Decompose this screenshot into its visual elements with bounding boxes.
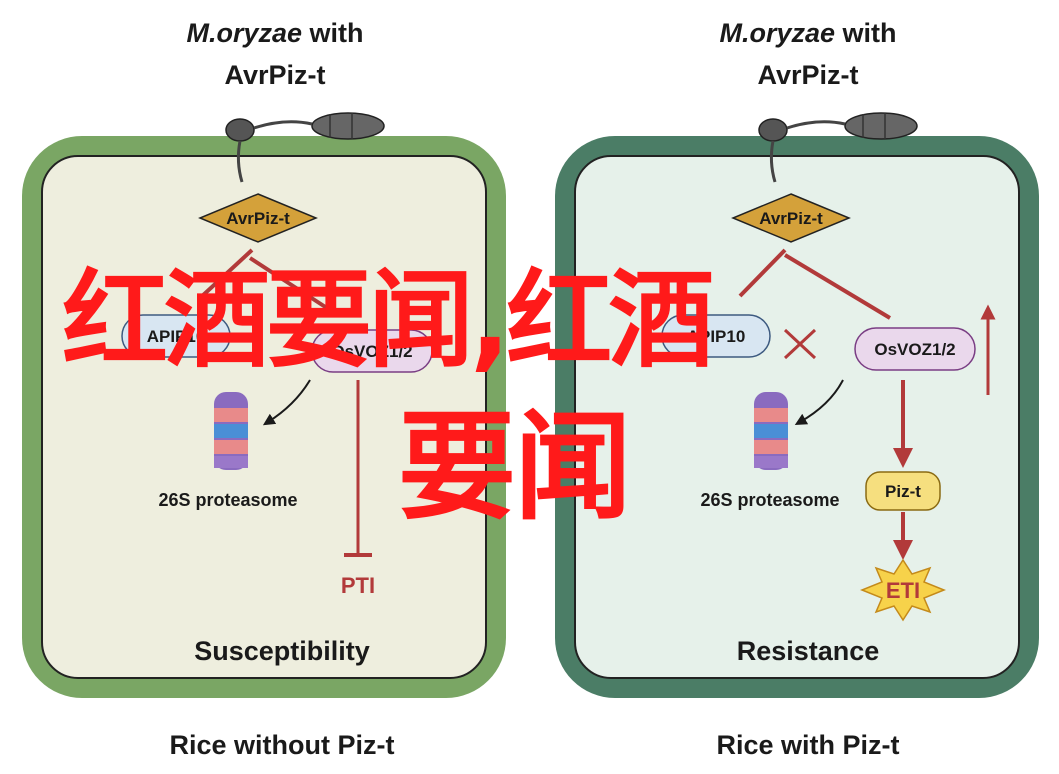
right-apip10-node	[661, 314, 771, 358]
left-panel: M.oryzae with AvrPiz-t AvrPiz-t APIP10 O…	[22, 18, 506, 760]
right-outcome: Resistance	[737, 636, 880, 666]
left-proteasome-icon	[214, 392, 248, 470]
left-pti-label: PTI	[341, 573, 375, 598]
left-caption: Rice without Piz-t	[170, 730, 395, 760]
left-degradation-arrow	[262, 379, 311, 426]
left-title-italic: M.oryzae	[186, 18, 302, 48]
left-osvoz-node	[311, 329, 433, 373]
left-title-rest: with	[302, 18, 364, 48]
right-fungus-icon	[758, 112, 918, 183]
right-block-mark	[783, 328, 817, 360]
left-title-line2: AvrPiz-t	[224, 60, 325, 90]
left-fungus-icon	[225, 112, 385, 183]
right-title-line2: AvrPiz-t	[757, 60, 858, 90]
left-effector-label: AvrPiz-t	[226, 209, 290, 228]
left-outcome: Susceptibility	[194, 636, 370, 666]
right-eti-label: ETI	[886, 578, 920, 603]
right-osvoz-node	[854, 327, 976, 371]
right-panel: M.oryzae with AvrPiz-t AvrPiz-t APIP10 O…	[555, 18, 1039, 760]
right-apip10-label: APIP10	[687, 327, 746, 346]
right-effector-label: AvrPiz-t	[759, 209, 823, 228]
left-osvoz-label: OsVOZ1/2	[331, 342, 412, 361]
left-apip10-node	[121, 314, 231, 358]
right-osvoz-label: OsVOZ1/2	[874, 340, 955, 359]
right-title-italic: M.oryzae	[719, 18, 835, 48]
right-eti-burst	[859, 558, 947, 622]
right-title-rest: with	[835, 18, 897, 48]
right-piz-label: Piz-t	[885, 482, 921, 501]
right-degradation-arrow	[794, 379, 844, 425]
right-effector-link-2	[783, 253, 892, 320]
right-proteasome-icon	[754, 392, 788, 470]
left-proteasome-label: 26S proteasome	[158, 490, 297, 510]
right-effector-diamond	[731, 193, 851, 243]
right-effector-link	[738, 248, 787, 298]
right-proteasome-label: 26S proteasome	[700, 490, 839, 510]
right-title-line1: M.oryzae with	[719, 18, 896, 48]
left-effector-link-2	[248, 256, 332, 312]
left-effector-link	[198, 248, 254, 300]
left-title-line1: M.oryzae with	[186, 18, 363, 48]
left-effector-diamond	[198, 193, 318, 243]
right-piz-node	[865, 471, 941, 511]
right-caption: Rice with Piz-t	[716, 730, 899, 760]
left-apip10-label: APIP10	[147, 327, 206, 346]
